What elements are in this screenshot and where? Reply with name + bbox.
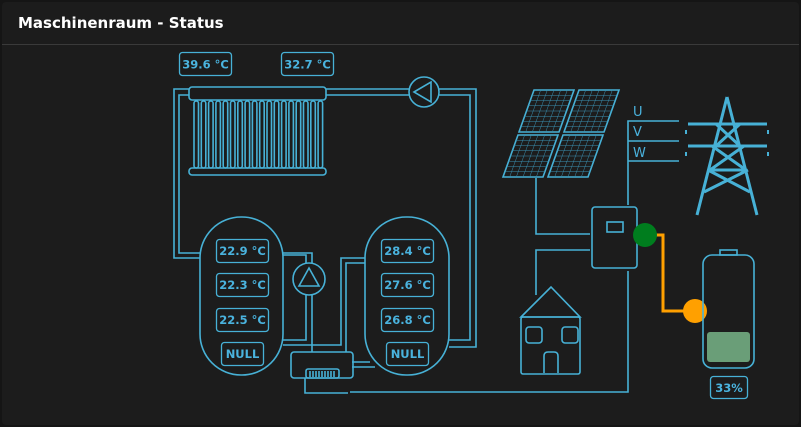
radiator bbox=[188, 86, 327, 176]
solar-panels-icon bbox=[501, 89, 621, 178]
svg-text:33%: 33% bbox=[715, 381, 743, 395]
battery-link-indicator bbox=[683, 299, 707, 323]
storage-tank-right bbox=[364, 216, 450, 376]
solar-panel bbox=[562, 89, 621, 133]
battery-icon bbox=[702, 249, 755, 369]
radiator-tube bbox=[207, 100, 214, 169]
svg-text:NULL: NULL bbox=[391, 347, 425, 361]
radiator-tube bbox=[258, 100, 266, 169]
radiator-tube bbox=[222, 100, 229, 169]
radiator-tube bbox=[237, 100, 244, 169]
radiator-tube bbox=[266, 100, 273, 169]
tank-left-temp: 22.5 °C bbox=[215, 307, 270, 333]
radiator-tube bbox=[280, 100, 287, 169]
svg-text:39.6 °C: 39.6 °C bbox=[182, 58, 229, 72]
tank-right-temp: 27.6 °C bbox=[380, 272, 435, 298]
radiator-tube bbox=[193, 100, 200, 169]
tank-left-temp: 22.9 °C bbox=[215, 238, 270, 264]
radiator-tube bbox=[215, 100, 222, 169]
svg-text:26.8 °C: 26.8 °C bbox=[384, 313, 431, 327]
radiator-tube bbox=[200, 100, 207, 169]
tank-left-status: NULL bbox=[220, 341, 265, 367]
radiator-supply-temp: 39.6 °C bbox=[178, 51, 233, 77]
pump-top-icon bbox=[408, 76, 440, 108]
power-tower-icon bbox=[685, 96, 769, 216]
battery-soc-label: 33% bbox=[709, 375, 749, 400]
pump-middle-icon bbox=[292, 262, 326, 296]
svg-text:22.9 °C: 22.9 °C bbox=[219, 244, 266, 258]
radiator-tube bbox=[288, 100, 295, 169]
storage-tank-left bbox=[199, 216, 284, 376]
radiator-tube bbox=[273, 100, 280, 169]
svg-text:32.7 °C: 32.7 °C bbox=[284, 58, 331, 72]
solar-panel bbox=[517, 89, 576, 133]
svg-text:22.5 °C: 22.5 °C bbox=[219, 313, 266, 327]
radiator-tube bbox=[244, 100, 251, 169]
tank-right-temp: 28.4 °C bbox=[380, 238, 435, 264]
radiator-tube bbox=[229, 100, 236, 169]
radiator-tube bbox=[309, 100, 317, 169]
pipes bbox=[173, 88, 679, 394]
phase-w-label: W bbox=[633, 146, 646, 161]
solar-panel bbox=[501, 134, 560, 178]
radiator-tube bbox=[302, 100, 309, 169]
page-title: Maschinenraum - Status bbox=[18, 14, 224, 32]
tank-left-temp: 22.3 °C bbox=[215, 272, 270, 298]
battery-link-line bbox=[655, 233, 690, 313]
solar-panel bbox=[546, 134, 605, 178]
phase-v-label: V bbox=[633, 125, 642, 140]
radiator-tube bbox=[251, 100, 258, 169]
radiator-return-temp: 32.7 °C bbox=[280, 51, 335, 77]
tank-right-status: NULL bbox=[385, 341, 430, 367]
radiator-tube bbox=[295, 100, 302, 169]
svg-text:27.6 °C: 27.6 °C bbox=[384, 278, 431, 292]
inverter bbox=[591, 206, 638, 269]
house-icon bbox=[519, 285, 582, 375]
svg-text:NULL: NULL bbox=[226, 347, 260, 361]
svg-text:28.4 °C: 28.4 °C bbox=[384, 244, 431, 258]
heat-pump-unit bbox=[290, 351, 354, 379]
inverter-status-indicator bbox=[633, 223, 657, 247]
tank-right-temp: 26.8 °C bbox=[380, 307, 435, 333]
phase-u-label: U bbox=[633, 105, 643, 120]
header-divider bbox=[2, 44, 799, 45]
svg-text:22.3 °C: 22.3 °C bbox=[219, 278, 266, 292]
radiator-tube bbox=[317, 100, 324, 169]
